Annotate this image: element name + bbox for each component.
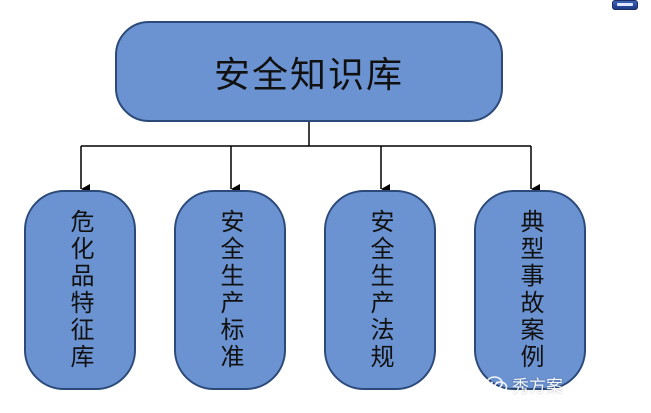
child-node-safety-standards: 安全生产标准 bbox=[174, 190, 286, 390]
child-node-accident-cases: 典型事故案例 bbox=[474, 190, 586, 390]
window-control-icon bbox=[612, 0, 638, 10]
child-node-label: 安全生产法规 bbox=[366, 209, 394, 371]
wechat-chat-icon bbox=[486, 375, 508, 393]
watermark-text: 秀方案 bbox=[512, 377, 563, 397]
child-node-safety-regulations: 安全生产法规 bbox=[324, 190, 436, 390]
watermark: 秀方案 bbox=[486, 372, 563, 397]
root-node: 安全知识库 bbox=[115, 21, 503, 122]
child-node-hazardous-chemicals: 危化品特征库 bbox=[24, 190, 136, 390]
child-node-label: 危化品特征库 bbox=[66, 209, 94, 371]
root-node-label: 安全知识库 bbox=[213, 54, 404, 96]
child-node-label: 典型事故案例 bbox=[516, 209, 544, 371]
child-node-label: 安全生产标准 bbox=[216, 209, 244, 371]
